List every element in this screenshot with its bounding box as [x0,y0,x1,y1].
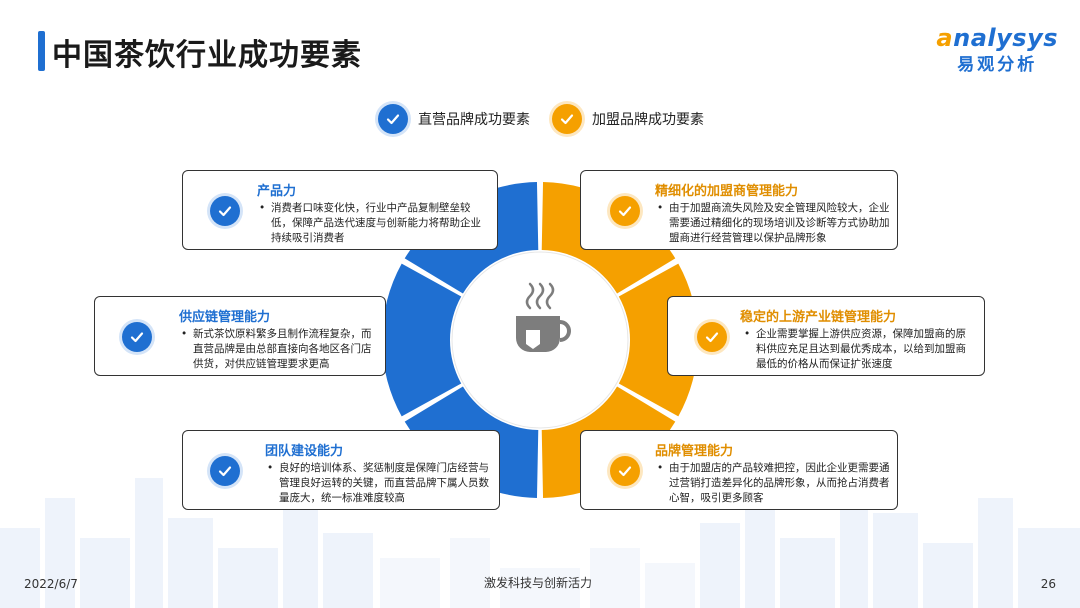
card-title: 产品力 [257,184,297,199]
legend-franchise-label: 加盟品牌成功要素 [592,112,704,128]
card-brand-management: 品牌管理能力 •由于加盟店的产品较难把控，因此企业更需要通过营销打造差异化的品牌… [580,430,898,510]
card-franchisee-management: 精细化的加盟商管理能力 •由于加盟商流失风险及安全管理风险较大，企业需要通过精细… [580,170,898,250]
check-icon [378,104,408,134]
page-number: 26 [1040,577,1056,591]
card-title: 稳定的上游产业链管理能力 [740,310,897,325]
check-icon [210,456,240,486]
card-body: 消费者口味变化快，行业中产品复制壁垒较低，保障产品迭代速度与创新能力将帮助企业持… [271,202,481,244]
check-icon [610,456,640,486]
card-supply-chain: 供应链管理能力 •新式茶饮原料繁多且制作流程复杂，而直营品牌是由总部直接向各地区… [94,296,386,376]
check-icon [697,322,727,352]
ring-segment-supply [382,263,462,417]
card-title: 品牌管理能力 [655,444,734,459]
page-title: 中国茶饮行业成功要素 [52,38,362,73]
card-body: 良好的培训体系、奖惩制度是保障门店经营与管理良好运转的关键，而直营品牌下属人员数… [279,462,489,504]
card-title: 供应链管理能力 [179,310,271,325]
card-body: 由于加盟店的产品较难把控，因此企业更需要通过营销打造差异化的品牌形象，从而抢占消… [669,462,890,504]
check-icon [210,196,240,226]
footer-date: 2022/6/7 [24,577,78,591]
check-icon [122,322,152,352]
card-title: 精细化的加盟商管理能力 [655,184,799,199]
city-skyline-background [0,468,1080,608]
title-accent-bar [38,31,45,71]
tea-cup-icon [516,282,571,352]
card-body: 新式茶饮原料繁多且制作流程复杂，而直营品牌是由总部直接向各地区各门店供货，对供应… [193,328,372,370]
card-body: 企业需要掌握上游供应资源，保障加盟商的原料供应充足且达到最优秀成本，以给到加盟商… [756,328,966,370]
card-body: 由于加盟商流失风险及安全管理风险较大，企业需要通过精细化的现场培训及诊断等方式协… [669,202,890,244]
legend-direct-label: 直营品牌成功要素 [418,112,530,128]
footer-slogan: 激发科技与创新活力 [484,576,593,590]
card-product: 产品力 •消费者口味变化快，行业中产品复制壁垒较低，保障产品迭代速度与创新能力将… [182,170,498,250]
check-icon [552,104,582,134]
check-icon [610,196,640,226]
card-upstream-supply: 稳定的上游产业链管理能力 •企业需要掌握上游供应资源，保障加盟商的原料供应充足且… [667,296,985,376]
card-title: 团队建设能力 [265,444,344,459]
analysys-logo: analysys 易观分析 [936,24,1058,75]
logo-cn-text: 易观分析 [957,55,1038,75]
legend-franchise: 加盟品牌成功要素 [552,104,704,134]
card-team: 团队建设能力 •良好的培训体系、奖惩制度是保障门店经营与管理良好运转的关键，而直… [182,430,500,510]
legend-direct: 直营品牌成功要素 [378,104,530,134]
